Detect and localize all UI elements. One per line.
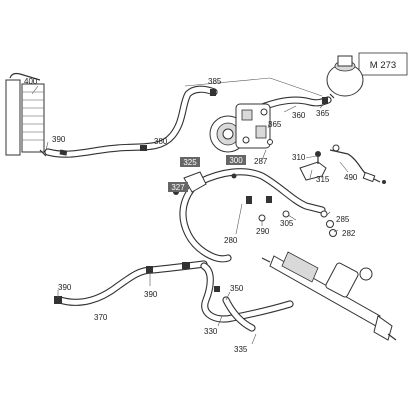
- label-290: 290: [256, 227, 270, 236]
- label-282: 282: [342, 229, 356, 238]
- reservoir: [326, 55, 364, 99]
- hose-370: [54, 260, 208, 306]
- model-tag-text: M 273: [370, 60, 396, 71]
- hose-330: [200, 262, 294, 332]
- label-315: 315: [316, 175, 330, 184]
- sensor-490: [329, 144, 386, 184]
- hose-380: [44, 85, 218, 158]
- label-335: 335: [234, 345, 248, 354]
- steering-rack: [261, 251, 397, 341]
- label-390-lower-left: 390: [58, 283, 72, 292]
- model-tag: M 273: [358, 52, 408, 76]
- label-285: 285: [336, 215, 350, 224]
- label-490: 490: [344, 173, 358, 182]
- bracket-310: [299, 151, 327, 181]
- label-327: 327: [171, 183, 185, 192]
- label-360: 360: [292, 111, 306, 120]
- highlight-label-300: 300: [226, 155, 246, 165]
- highlight-label-327: 327: [168, 182, 188, 192]
- label-305: 305: [280, 219, 294, 228]
- hose-385: [210, 89, 332, 112]
- label-370: 370: [94, 313, 108, 322]
- leader-lines: [31, 77, 349, 345]
- label-365-pump: 365: [268, 120, 282, 129]
- highlight-label-325: 325: [180, 157, 200, 167]
- label-400: 400: [24, 77, 38, 86]
- label-380: 380: [154, 137, 168, 146]
- hose-280: [179, 168, 326, 263]
- label-310: 310: [292, 153, 306, 162]
- label-390-top: 390: [52, 135, 66, 144]
- label-365-reservoir: 365: [316, 109, 330, 118]
- label-300: 300: [229, 156, 243, 165]
- label-390-lower-mid: 390: [144, 290, 158, 299]
- label-280: 280: [224, 236, 238, 245]
- fittings: [258, 139, 337, 237]
- label-287: 287: [254, 157, 268, 166]
- label-350: 350: [230, 284, 244, 293]
- power-steering-pump: [209, 103, 271, 153]
- label-330: 330: [204, 327, 218, 336]
- label-325: 325: [183, 158, 197, 167]
- oil-cooler: [5, 72, 47, 157]
- label-385: 385: [208, 77, 222, 86]
